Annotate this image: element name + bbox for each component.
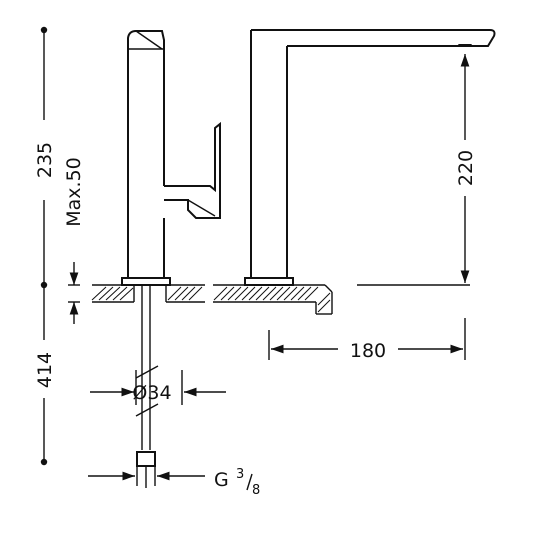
connection-thread-dimension: G 3 8	[88, 466, 260, 498]
deck-thickness-dimension: Max.50	[63, 157, 85, 324]
connection-thread-prefix: G	[214, 469, 229, 491]
spout-outlet	[458, 44, 472, 47]
hose-length-label: 414	[34, 352, 56, 388]
dimension-dot-top	[40, 26, 48, 34]
faucet-front-view	[244, 29, 496, 286]
connection-thread-numerator: 3	[236, 467, 244, 482]
faucet-side-view	[121, 30, 221, 488]
spout-reach-label: 180	[350, 340, 386, 362]
hole-diameter-label: Ø34	[132, 382, 171, 404]
spout-reach-dimension: 180	[268, 318, 466, 362]
dimension-dot-bottom	[40, 458, 48, 466]
spout-height-dimension: 220	[455, 53, 477, 283]
connection-thread-denominator: 8	[252, 483, 260, 498]
spout-height-label: 220	[455, 150, 477, 186]
total-height-label: 235	[34, 142, 56, 178]
max-deck-thickness-label: Max.50	[63, 157, 85, 227]
dimension-dot-middle	[40, 281, 48, 289]
countertop-section	[91, 284, 470, 315]
hole-diameter-dimension: Ø34	[90, 370, 226, 405]
lever-handle	[164, 121, 221, 219]
left-vertical-dimension: 235 414	[34, 26, 56, 466]
